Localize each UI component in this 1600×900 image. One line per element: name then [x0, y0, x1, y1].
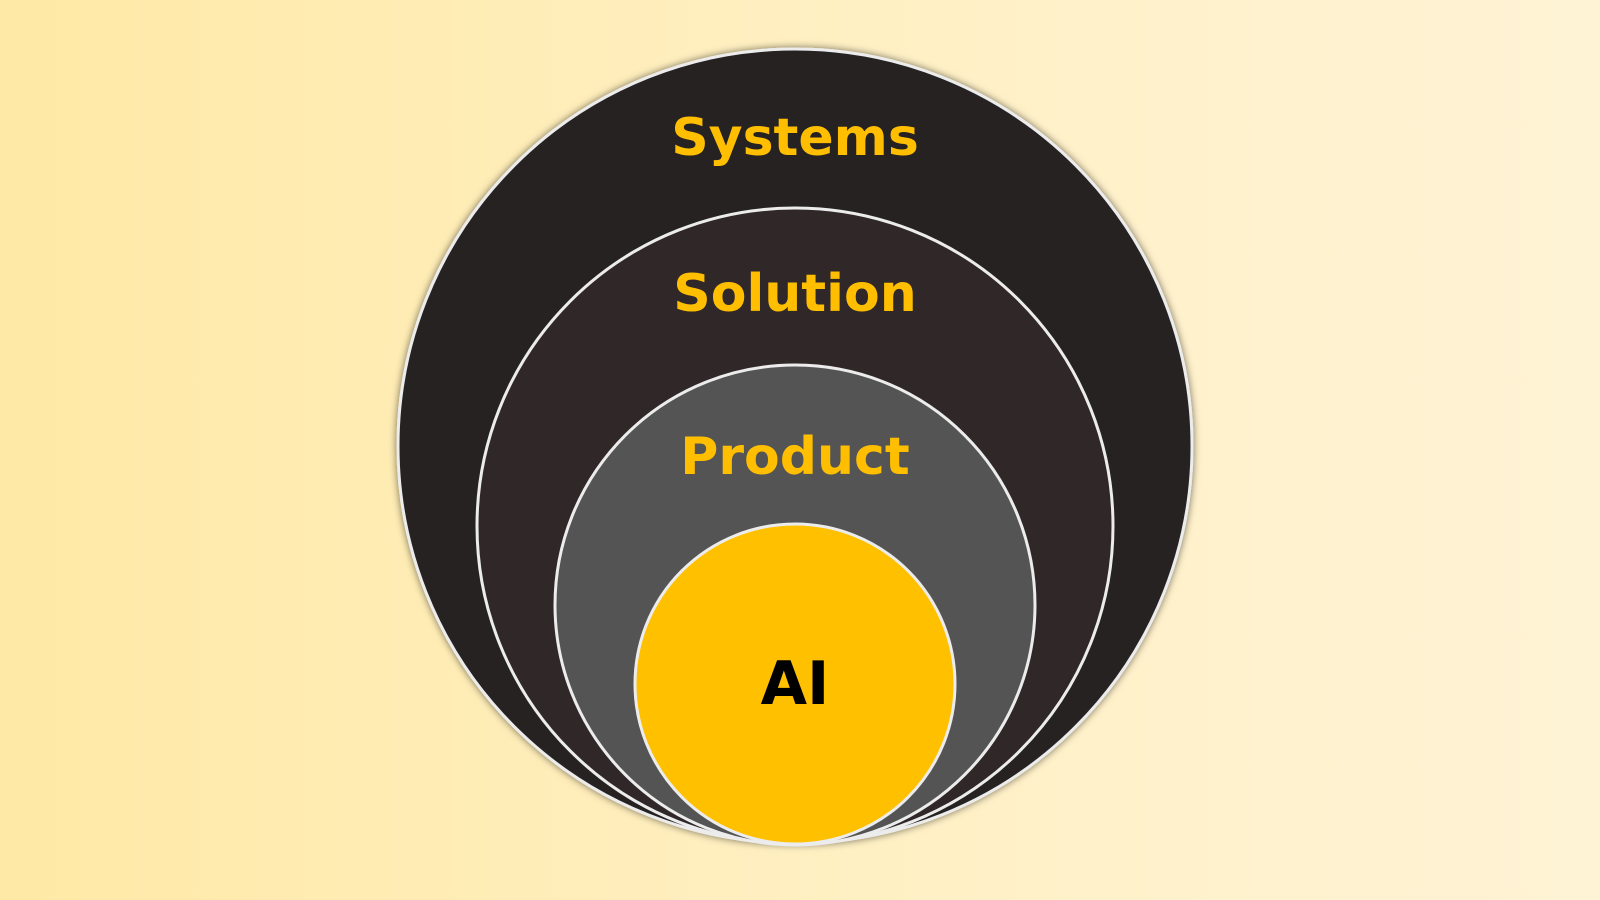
ai-circle — [633, 522, 957, 846]
solution-label: Solution — [673, 264, 916, 324]
systems-label: Systems — [671, 108, 919, 168]
ai-label: AI — [761, 649, 830, 719]
product-label: Product — [680, 427, 909, 487]
